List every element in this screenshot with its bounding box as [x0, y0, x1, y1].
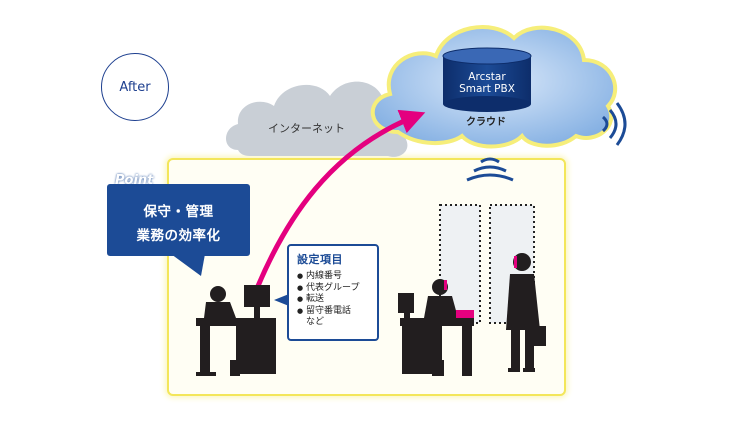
settings-item: ●代表グループ — [297, 282, 360, 293]
after-label: After — [119, 79, 151, 95]
callout-pointer — [274, 294, 289, 306]
pbx-label-line2: Smart PBX — [459, 83, 515, 95]
connection-arrow — [255, 109, 426, 287]
businessman-silhouette — [506, 253, 546, 372]
database-cylinder-icon — [442, 47, 532, 112]
pbx-label: Arcstar Smart PBX — [446, 71, 528, 95]
point-line-2: 業務の効率化 — [136, 228, 221, 244]
callout-tail — [171, 254, 205, 276]
settings-item: ●内線番号 — [297, 271, 343, 281]
settings-box: 設定項目 ●内線番号 ●代表グループ ●転送 ●留守番電話 など — [287, 244, 379, 341]
settings-title: 設定項目 — [297, 253, 343, 266]
settings-item: ●留守番電話 — [297, 305, 352, 316]
settings-extra: など — [306, 317, 325, 327]
point-tag: Point — [115, 173, 154, 188]
point-callout: Point 保守・管理 業務の効率化 — [107, 173, 250, 276]
wireless-waves-icon — [466, 157, 514, 182]
cloud-label: クラウド — [466, 117, 506, 128]
internet-cloud — [226, 81, 408, 157]
point-line-1: 保守・管理 — [143, 204, 214, 220]
after-badge: After — [101, 53, 169, 121]
office-worker-phone-silhouette — [398, 279, 474, 376]
settings-item: ●転送 — [297, 294, 325, 304]
pbx-label-line1: Arcstar — [468, 71, 506, 83]
office-worker-left-silhouette — [196, 285, 276, 376]
wireless-waves-icon — [601, 102, 627, 146]
internet-label: インターネット — [268, 122, 345, 135]
